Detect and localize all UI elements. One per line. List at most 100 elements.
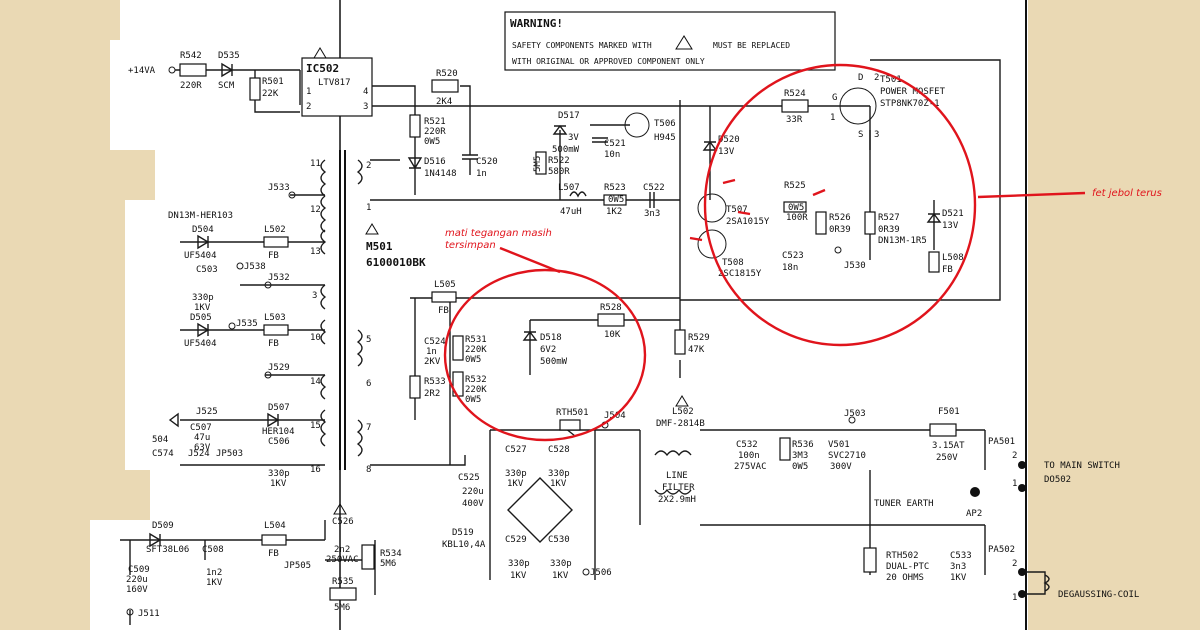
label-v501-volt: 300V <box>830 462 852 472</box>
label-c506-volt: 1KV <box>270 479 287 489</box>
label-r528-value: 10K <box>604 330 621 340</box>
label-c532: C532 <box>736 440 758 450</box>
label-j530: J530 <box>844 261 866 271</box>
label-c507-value: 47u <box>194 433 210 443</box>
inductor-l504 <box>261 534 287 546</box>
label-j511: J511 <box>138 609 160 619</box>
label-r524: R524 <box>784 89 806 99</box>
warning-title: WARNING! <box>510 17 563 30</box>
resistor-r542 <box>179 63 207 77</box>
thermistor-rth501 <box>559 419 581 431</box>
label-t501-type: POWER MOSFET <box>880 87 946 97</box>
resistor-r535 <box>329 587 357 601</box>
fuse-f501 <box>929 423 957 437</box>
label-d520: D520 <box>718 135 740 145</box>
label-f501: F501 <box>938 407 960 417</box>
label-d507-value: HER104 <box>262 427 295 437</box>
label-d509: D509 <box>152 521 174 531</box>
label-j506: J506 <box>590 568 612 578</box>
winding-1: 1 <box>366 203 371 213</box>
winding-8: 8 <box>366 465 371 475</box>
label-r531: R531 <box>465 335 487 345</box>
label-l507-value: 47uH <box>560 207 582 217</box>
label-rth501: RTH501 <box>556 408 589 418</box>
label-t506: T506 <box>654 119 676 129</box>
mosfet-t501 <box>839 87 877 125</box>
label-c525-value: 220u <box>462 487 484 497</box>
ptc-rth502 <box>863 547 877 573</box>
transistor-t508 <box>697 229 727 259</box>
label-filter: FILTER <box>662 483 695 493</box>
label-jp505: JP505 <box>284 561 311 571</box>
label-j533: J533 <box>268 183 290 193</box>
pa502-pin-1: 2 <box>1012 559 1017 569</box>
optocoupler-ic502 <box>301 57 373 117</box>
label-c529: C529 <box>505 535 527 545</box>
label-c509-volt: 160V <box>126 585 148 595</box>
warn-tri-m501 <box>365 223 379 235</box>
winding-7: 7 <box>366 423 371 433</box>
label-r501: R501 <box>262 77 284 87</box>
label-m501: M501 <box>366 240 393 253</box>
label-c533: C533 <box>950 551 972 561</box>
label-c529-value: 330p <box>508 559 530 569</box>
label-r525-watt: 0W5 <box>788 203 804 213</box>
label-t501-part: STP8NK70Z-1 <box>880 99 940 109</box>
winding-11: 11 <box>310 159 321 169</box>
label-c527-volt: 1KV <box>507 479 524 489</box>
label-c525-volt: 400V <box>462 499 484 509</box>
label-c509-value: 220u <box>126 575 148 585</box>
label-f501-value: 3.15AT <box>932 441 965 451</box>
label-r532: R532 <box>465 375 487 385</box>
label-r522-value: 580R <box>548 167 570 177</box>
label-d521-value: 13V <box>942 221 959 231</box>
label-d517: D517 <box>558 111 580 121</box>
label-rth502: RTH502 <box>886 551 919 561</box>
resistor-r533 <box>409 375 421 399</box>
label-degaussing-coil: DEGAUSSING-COIL <box>1058 590 1139 600</box>
label-r536: R536 <box>792 440 814 450</box>
winding-3: 3 <box>312 291 317 301</box>
label-c532-value: 100n <box>738 451 760 461</box>
label-r532-value: 220K <box>465 385 487 395</box>
label-c507: C507 <box>190 423 212 433</box>
label-r527: R527 <box>878 213 900 223</box>
label-c526-volt: 250VAC <box>326 555 359 565</box>
label-c524: C524 <box>424 337 446 347</box>
label-c503-value: 330p <box>192 293 214 303</box>
inductor-l505 <box>431 291 457 303</box>
label-m501-value: 6100010BK <box>366 256 426 269</box>
label-c527: C527 <box>505 445 527 455</box>
resistor-r524 <box>781 99 809 113</box>
bottom-left-section: D509 SFT38L06 C508 1n2 1KV C509 220u 160… <box>120 503 402 625</box>
winding-10: 10 <box>310 333 321 343</box>
label-l505-fb: FB <box>438 306 449 316</box>
warning-line2: WITH ORIGINAL OR APPROVED COMPONENT ONLY <box>512 57 705 66</box>
label-c528-volt: 1KV <box>550 479 567 489</box>
secondary-left: J533 DN13M-HER103 D504 UF5404 L502 FB J5… <box>152 183 325 489</box>
label-c528-value: 330p <box>548 469 570 479</box>
winding-16: 16 <box>310 465 321 475</box>
label-t501: T501 <box>880 75 902 85</box>
label-l504-fb: FB <box>268 549 279 559</box>
pin-num-3: 3 <box>874 130 879 140</box>
pa502-pin-2: 1 <box>1012 593 1017 603</box>
label-l503-fb: FB <box>268 339 279 349</box>
label-l504: L504 <box>264 521 286 531</box>
label-c520-value: 1n <box>476 169 487 179</box>
label-r534: R534 <box>380 549 402 559</box>
resistor-r521 <box>409 114 421 138</box>
label-jp503: JP503 <box>216 449 243 459</box>
label-c523: C523 <box>782 251 804 261</box>
transformer-m501: 11 12 13 3 10 14 15 16 2 1 5 6 7 8 M501 … <box>310 150 560 475</box>
label-v501-part: SVC2710 <box>828 451 866 461</box>
label-pa502: PA502 <box>988 545 1015 555</box>
warn-tri-l502 <box>675 395 689 407</box>
annotation-mati-text-1: mati tegangan masih <box>445 228 552 239</box>
middle-section: L505 FB C524 1n 2KV R531 220K 0W5 R532 2… <box>409 100 710 465</box>
resistor-r531 <box>452 335 464 361</box>
annotation-marks <box>689 178 826 242</box>
label-c574: C574 <box>152 449 174 459</box>
pin-num-2: 2 <box>874 73 879 83</box>
